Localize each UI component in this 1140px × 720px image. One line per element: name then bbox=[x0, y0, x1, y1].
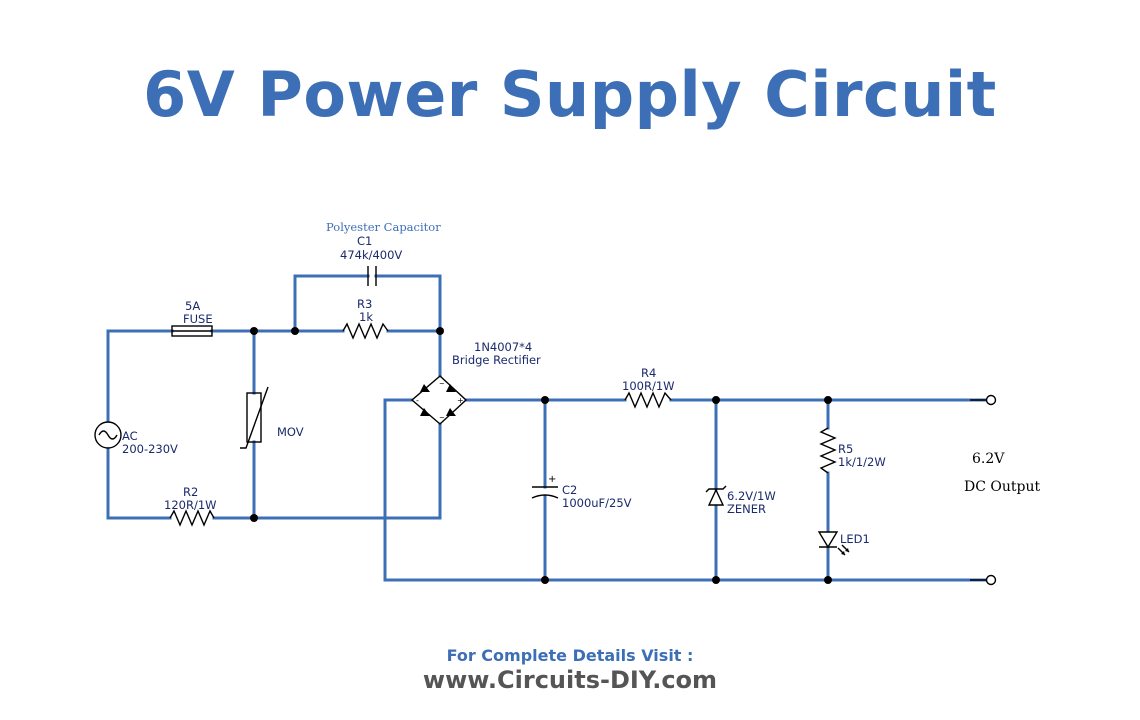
svg-text:-: - bbox=[416, 396, 419, 405]
r5-value-label: 1k/1/2W bbox=[838, 455, 886, 469]
r3-name-label: R3 bbox=[357, 297, 372, 311]
mov-name-label: MOV bbox=[277, 425, 304, 439]
svg-text:~: ~ bbox=[439, 414, 445, 422]
fuse-symbol bbox=[171, 325, 213, 337]
led-symbol bbox=[817, 531, 850, 556]
ac-name-label: AC bbox=[122, 429, 138, 443]
mov-symbol bbox=[240, 386, 269, 449]
r5-resistor-symbol bbox=[819, 427, 837, 474]
r2-name-label: R2 bbox=[183, 485, 198, 499]
output-voltage-label: 6.2V bbox=[972, 451, 1005, 467]
r2-value-label: 120R/1W bbox=[164, 498, 217, 512]
c1-capacitor-symbol bbox=[367, 266, 377, 286]
c2-capacitor-symbol: + bbox=[531, 474, 559, 499]
ac-value-label: 200-230V bbox=[122, 442, 178, 456]
fuse-name-label: FUSE bbox=[183, 312, 213, 326]
r4-name-label: R4 bbox=[641, 366, 656, 380]
r4-resistor-symbol bbox=[624, 391, 672, 409]
svg-text:+: + bbox=[548, 474, 556, 485]
bridge-rectifier-symbol: ~ ~ - + bbox=[410, 375, 468, 425]
ac-source-symbol bbox=[94, 421, 122, 449]
led1-name-label: LED1 bbox=[840, 532, 870, 546]
zener-value-label: 6.2V/1W bbox=[727, 489, 776, 503]
output-terminals bbox=[970, 394, 997, 586]
bridge-value-label: 1N4007*4 bbox=[474, 340, 532, 354]
page-title: 6V Power Supply Circuit bbox=[143, 58, 997, 131]
r4-value-label: 100R/1W bbox=[622, 379, 675, 393]
c2-name-label: C2 bbox=[562, 483, 577, 497]
r5-name-label: R5 bbox=[838, 442, 853, 456]
c1-value-label: 474k/400V bbox=[340, 248, 402, 262]
output-dc-label: DC Output bbox=[964, 479, 1040, 495]
c1-type-label: Polyester Capacitor bbox=[326, 220, 441, 234]
zener-diode-symbol bbox=[705, 485, 727, 506]
zener-name-label: ZENER bbox=[727, 502, 766, 516]
footer-url[interactable]: www.Circuits-DIY.com bbox=[422, 666, 718, 694]
junction-dots bbox=[250, 327, 832, 584]
footer-visit-text: For Complete Details Visit : bbox=[446, 646, 694, 665]
c2-value-label: 1000uF/25V bbox=[562, 496, 632, 510]
fuse-value-label: 5A bbox=[185, 299, 200, 313]
svg-text:~: ~ bbox=[439, 380, 445, 388]
svg-text:+: + bbox=[457, 396, 464, 405]
r3-resistor-symbol bbox=[342, 322, 389, 340]
c1-name-label: C1 bbox=[357, 234, 372, 248]
r2-resistor-symbol bbox=[169, 509, 215, 527]
bridge-name-label: Bridge Rectifier bbox=[452, 353, 541, 367]
r3-value-label: 1k bbox=[359, 310, 373, 324]
wires bbox=[106, 274, 988, 582]
